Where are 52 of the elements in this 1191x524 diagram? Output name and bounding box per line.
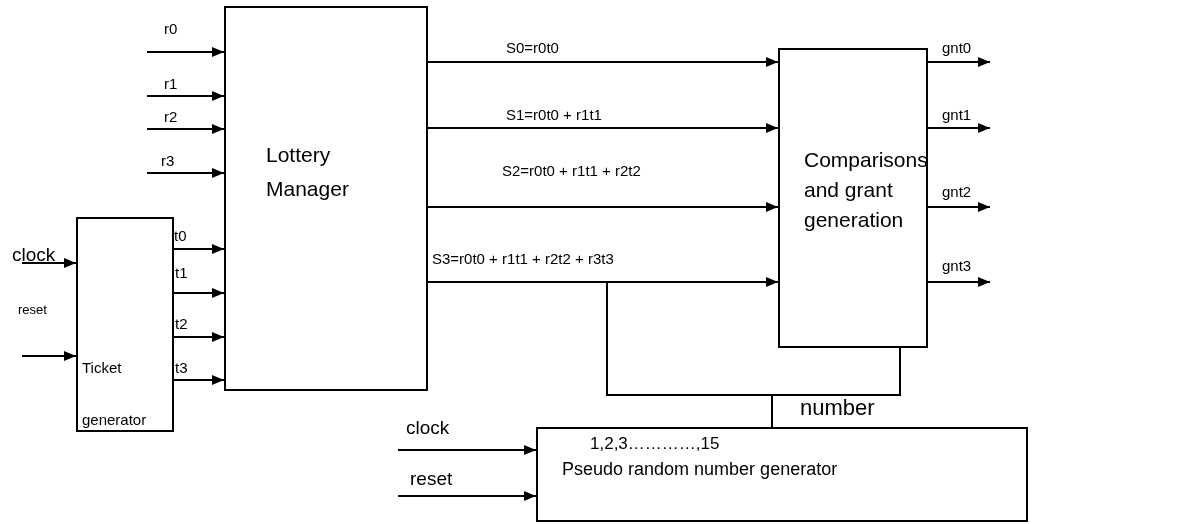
signal-label: S1=r0t0 + r1t1: [506, 105, 602, 125]
signal-label: gnt0: [942, 38, 972, 58]
block-box: [536, 427, 1028, 522]
block-label: generator: [82, 410, 148, 430]
signal-label: r1: [164, 74, 178, 94]
arrow: [21, 351, 77, 361]
block-box: [224, 6, 428, 391]
block-label: Lottery Manager: [266, 142, 350, 202]
signal-label: clock: [406, 416, 450, 440]
signal-label: t0: [174, 226, 187, 246]
arrow: [173, 244, 225, 254]
block-box: [76, 217, 174, 432]
signal-label: clock: [12, 243, 56, 267]
arrow: [397, 491, 537, 501]
signal-label: t3: [175, 358, 188, 378]
signal-label: S3=r0t0 + r1t1 + r2t2 + r3t3: [432, 249, 614, 269]
block-label: 1,2,3…………,15: [590, 433, 721, 455]
signal-label: S0=r0t0: [506, 38, 559, 58]
arrow: [927, 57, 991, 67]
arrow: [427, 123, 779, 133]
block-box: [778, 48, 928, 348]
signal-label: r0: [164, 19, 178, 39]
arrow: [427, 277, 779, 287]
signal-label: r3: [161, 151, 175, 171]
arrow: [173, 332, 225, 342]
arrow: [927, 202, 991, 212]
signal-label: t2: [175, 314, 188, 334]
signal-label: S2=r0t0 + r1t1 + r2t2: [502, 161, 641, 181]
signal-label: gnt3: [942, 256, 972, 276]
block-label: Comparisons and grant generation: [804, 147, 928, 233]
arrow: [927, 123, 991, 133]
arrow: [397, 445, 537, 455]
signal-label: gnt1: [942, 105, 972, 125]
arrow: [173, 288, 225, 298]
arrow: [146, 91, 225, 101]
signal-label: gnt2: [942, 182, 972, 202]
connector-line: [606, 281, 773, 428]
block-label: Pseudo random number generator: [562, 458, 839, 481]
arrow: [146, 124, 225, 134]
arrow: [427, 57, 779, 67]
arrow: [173, 375, 225, 385]
arrow: [927, 277, 991, 287]
block-label: Ticket: [82, 358, 123, 378]
arrow: [146, 47, 225, 57]
signal-label: reset: [18, 301, 47, 319]
arrow: [146, 168, 225, 178]
signal-label: r2: [164, 107, 178, 127]
arrow: [427, 202, 779, 212]
signal-label: number: [800, 394, 875, 422]
signal-label: t1: [175, 263, 188, 283]
signal-label: reset: [410, 467, 453, 491]
arrow: [21, 258, 77, 268]
